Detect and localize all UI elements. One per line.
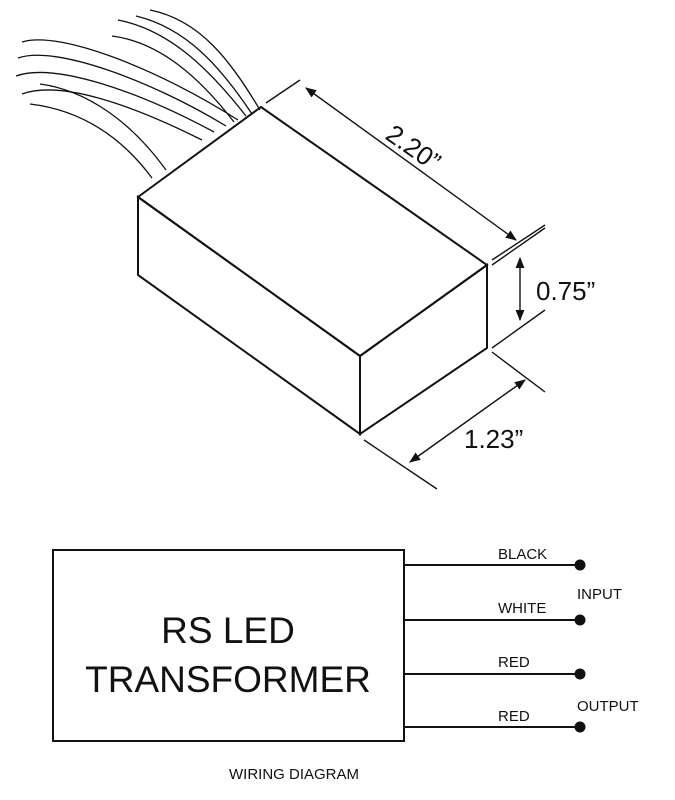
dimension-length: 2.20” [265, 79, 546, 261]
wire-label-white: WHITE [498, 600, 546, 617]
transformer-block [52, 549, 405, 742]
transformer-box-3d [136, 105, 489, 436]
group-label-input: INPUT [577, 586, 622, 603]
wire-label-red-2: RED [498, 708, 530, 725]
wiring-diagram-caption: WIRING DIAGRAM [229, 766, 359, 783]
dimension-width: 1.23” [363, 351, 546, 490]
transformer-label-line1: RS LED [161, 610, 295, 651]
dimension-length-label: 2.20” [381, 118, 447, 177]
terminal-black [574, 559, 586, 571]
wiring-diagram: RS LED TRANSFORMER BLACK WHITE RED RED I… [52, 546, 639, 783]
terminal-white [574, 614, 586, 626]
dimension-height: 0.75” [491, 227, 595, 349]
wire-label-black: BLACK [498, 546, 547, 563]
terminal-red-1 [574, 668, 586, 680]
wires-bundle [15, 9, 261, 179]
transformer-label-line2: TRANSFORMER [85, 659, 371, 700]
dimension-width-label: 1.23” [464, 424, 523, 454]
terminal-red-2 [574, 721, 586, 733]
wire-label-red-1: RED [498, 654, 530, 671]
dimension-height-label: 0.75” [536, 276, 595, 306]
group-label-output: OUTPUT [577, 698, 639, 715]
